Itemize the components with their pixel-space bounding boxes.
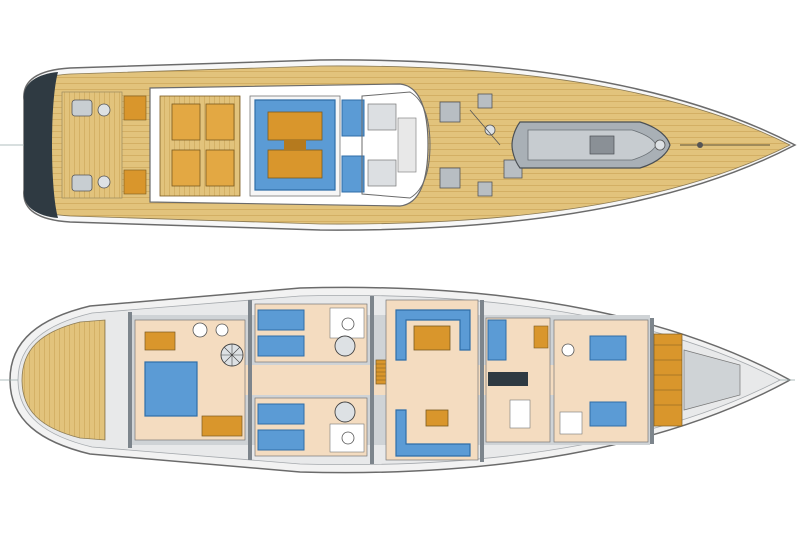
owner-cabin [134, 319, 246, 441]
guest-berth [257, 429, 305, 451]
galley-counter [488, 372, 528, 386]
toilet-icon [561, 343, 575, 357]
guest-cabins [254, 303, 368, 457]
guest-berth [257, 403, 305, 425]
saloon-table [413, 325, 451, 351]
washbasin-icon [215, 323, 229, 337]
lazarette-deck [21, 319, 106, 441]
galley [485, 317, 551, 443]
toilet-icon [341, 431, 355, 445]
deck-hatch-icon [477, 93, 493, 109]
cockpit-table [267, 149, 323, 179]
spiral-staircase-icon [334, 335, 356, 357]
spiral-staircase-icon [334, 401, 356, 423]
aft-cockpit [159, 95, 241, 197]
saloon-settee [395, 309, 471, 361]
aft-deck [61, 91, 147, 199]
deck-hatch-icon [477, 181, 493, 197]
winch-icon [97, 175, 111, 189]
dinghy-icon [511, 121, 671, 169]
winch-icon [71, 174, 93, 192]
cockpit-table [267, 111, 323, 141]
crew-berth [589, 335, 627, 361]
winch-icon [484, 124, 496, 136]
companionway [397, 117, 417, 173]
bulkheads [128, 296, 654, 464]
foredeck-hatches [439, 93, 523, 197]
deck-plan [0, 59, 797, 231]
guest-berth [257, 335, 305, 357]
crew-berth [589, 401, 627, 427]
deck-hatch-icon [439, 167, 461, 189]
main-cockpit [249, 95, 417, 197]
saloon-settee [395, 409, 471, 457]
winch-icon [71, 99, 93, 117]
accommodation-plan [0, 286, 795, 474]
guest-berth [257, 309, 305, 331]
deck-hatch-icon [439, 101, 461, 123]
forepeak [653, 333, 741, 427]
winch-icon [97, 103, 111, 117]
toilet-icon [192, 322, 208, 338]
deckhouse [361, 91, 431, 199]
saloon [385, 299, 479, 461]
owner-berth [144, 361, 198, 417]
crew-quarters [553, 319, 649, 443]
transom [23, 72, 58, 218]
toilet-icon [341, 317, 355, 331]
